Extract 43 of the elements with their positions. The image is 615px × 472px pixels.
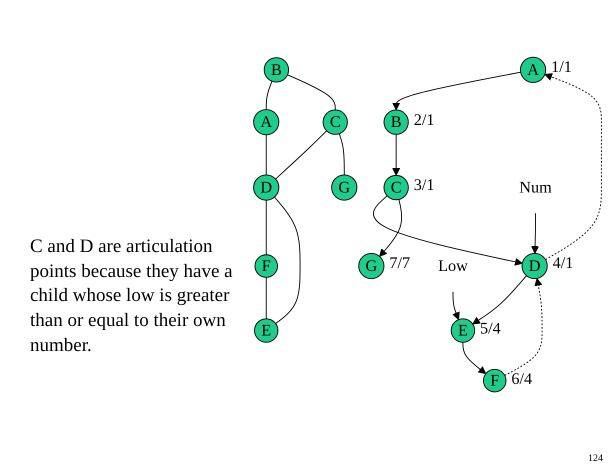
vertex-circle: E: [450, 318, 476, 343]
vertex-circle: E: [254, 318, 278, 343]
edge-line: [266, 276, 267, 320]
node-caption: 4/1: [552, 254, 574, 272]
vertex-circle: G: [331, 174, 358, 201]
edge-line: [274, 196, 301, 324]
arrow: [373, 195, 523, 266]
node-caption: 6/4: [511, 370, 532, 388]
edge-line: [266, 134, 267, 176]
vertex-circle: F: [254, 254, 278, 278]
edge-line: [275, 130, 328, 180]
arrow: [531, 212, 540, 254]
arrow: [504, 278, 543, 376]
arrow: [379, 198, 402, 257]
edge-line: [287, 74, 336, 110]
pointer-text: Low: [438, 256, 468, 275]
vertex-circle: D: [522, 252, 548, 280]
arrow: [452, 291, 460, 320]
page-number: 124: [588, 453, 603, 464]
node-caption: 5/4: [480, 320, 501, 338]
note-text: C and D are articulation points because they have a child whose low is greater than or equal to their own number.: [30, 235, 234, 358]
vertex-circle: B: [384, 110, 409, 135]
vertex-circle: D: [253, 174, 280, 201]
vertex-circle: B: [264, 57, 290, 82]
edge-line: [266, 80, 272, 110]
edge-line: [266, 200, 267, 256]
node-caption: 3/1: [414, 176, 434, 194]
arrow: [462, 342, 486, 374]
vertex-circle: F: [482, 368, 506, 392]
node-caption: 1/1: [551, 58, 572, 76]
vertex-circle: G: [358, 252, 384, 280]
arrow: [392, 134, 400, 176]
pointer-text: Num: [519, 178, 552, 196]
vertex-circle: A: [520, 56, 546, 83]
vertex-circle: C: [384, 174, 409, 200]
arrow: [544, 73, 602, 260]
arrow: [472, 275, 527, 324]
vertex-circle: A: [253, 109, 280, 136]
vertex-circle: C: [322, 110, 348, 135]
node-caption: 2/1: [414, 110, 434, 129]
edge-line: [338, 133, 345, 176]
node-caption: 7/7: [389, 254, 410, 272]
arrow: [392, 72, 522, 110]
